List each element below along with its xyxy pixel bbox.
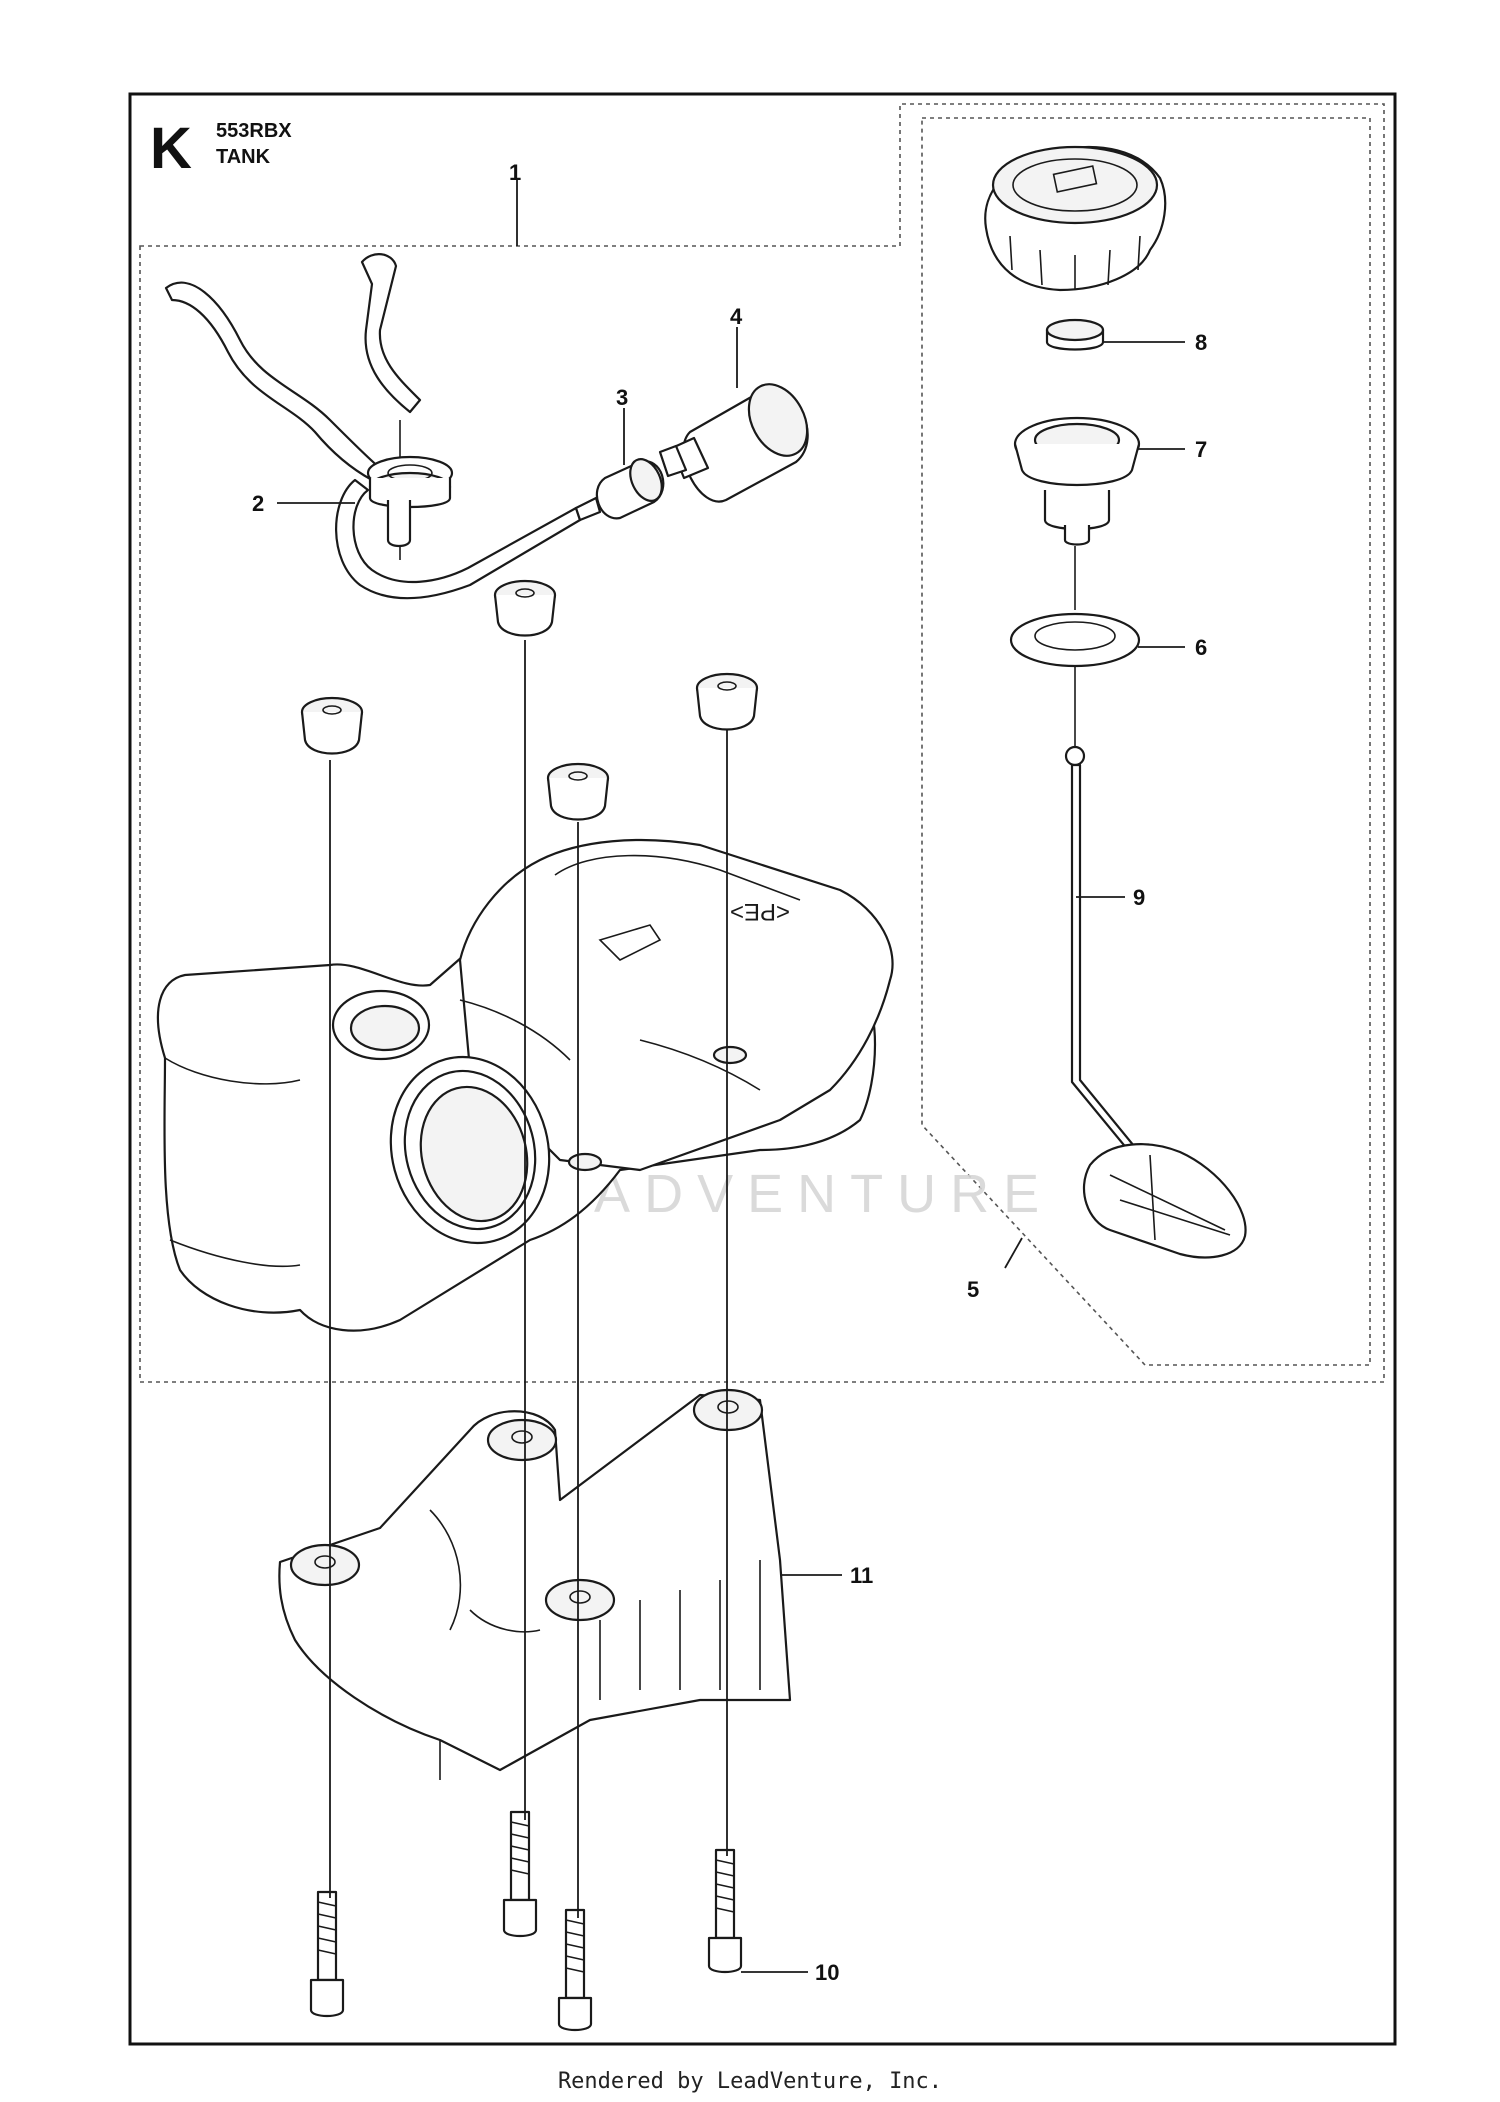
screw-1 — [309, 1890, 345, 2018]
fuel-cap — [984, 145, 1167, 292]
callout-8: 8 — [1195, 330, 1207, 355]
callout-11: 11 — [850, 1563, 873, 1588]
callout-9: 9 — [1133, 885, 1145, 910]
model-number: 553RBX — [216, 120, 292, 142]
section-letter: K — [150, 116, 192, 181]
callout-leaders — [277, 178, 1185, 1973]
callout-7: 7 — [1195, 437, 1207, 462]
callout-10: 10 — [815, 1960, 839, 1985]
alignment-lines — [329, 640, 728, 1918]
tank-embossing: <PE> — [730, 898, 790, 925]
screw-4 — [707, 1848, 743, 1974]
fuel-hose-assembly — [164, 253, 602, 600]
tank-bracket — [278, 1388, 792, 1780]
rubber-damper-4 — [546, 762, 610, 821]
fuel-pickup-weight — [1064, 546, 1247, 1259]
cap-valve — [1013, 416, 1141, 546]
cap-washer — [1009, 612, 1141, 668]
footer-credit: Rendered by LeadVenture, Inc. — [558, 2069, 942, 2094]
tank-assembly-boundary — [139, 103, 1385, 1383]
rubber-damper-1 — [493, 579, 557, 637]
callout-1: 1 — [509, 160, 521, 185]
callout-6: 6 — [1195, 635, 1207, 660]
callout-5: 5 — [967, 1277, 979, 1302]
screw-3 — [557, 1908, 593, 2032]
callout-4: 4 — [730, 304, 743, 329]
fuel-filter — [658, 383, 809, 503]
fuel-filter-sleeve — [595, 458, 665, 520]
fuel-tank: <PE> — [156, 838, 894, 1332]
rubber-damper-2 — [300, 696, 364, 755]
cap-seal — [1045, 318, 1105, 351]
callout-2: 2 — [252, 491, 264, 516]
section-title: TANK — [216, 146, 271, 168]
callout-3: 3 — [616, 385, 628, 410]
diagram-frame — [128, 92, 1397, 2046]
screw-2 — [502, 1810, 538, 1938]
rubber-damper-3 — [695, 672, 759, 731]
